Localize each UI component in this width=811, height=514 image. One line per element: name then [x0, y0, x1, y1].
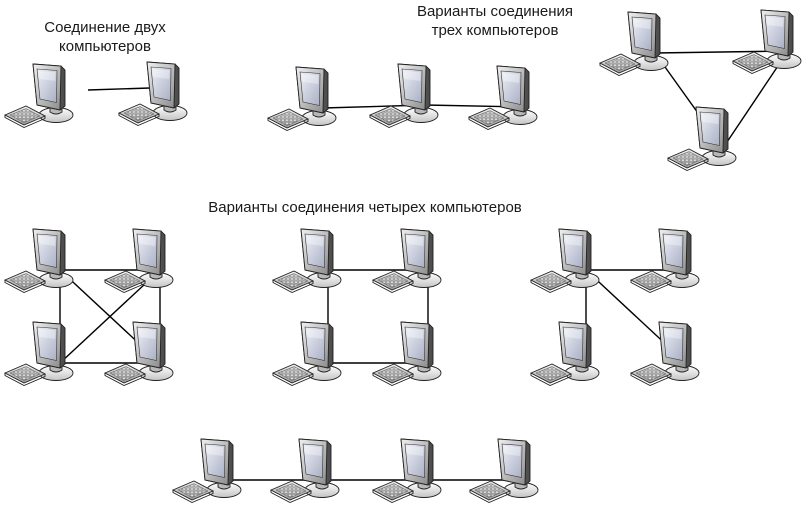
computer-icon	[529, 321, 600, 386]
computer-icon	[529, 228, 600, 293]
computer-icon	[371, 438, 442, 503]
computer-icon	[271, 321, 342, 386]
computer-icon	[371, 321, 442, 386]
computer-icon	[371, 228, 442, 293]
computer-icon	[117, 61, 188, 126]
caption-three-line-2: трех компьютеров	[431, 22, 559, 39]
computer-icon	[629, 321, 700, 386]
computer-icon	[368, 63, 439, 128]
caption-three-line-1: Варианты соединения	[416, 3, 574, 20]
caption-two-computers: Соединение двух компьютеров	[30, 18, 180, 56]
computer-icon	[629, 228, 700, 293]
computer-icon	[271, 228, 342, 293]
two-computer-link-links	[87, 87, 151, 91]
computer-icon	[598, 11, 669, 76]
four-computer-chain-nodes	[171, 438, 539, 503]
caption-three-computers: Варианты соединения трех компьютеров	[395, 2, 595, 40]
computer-icon	[467, 65, 538, 130]
computer-icon	[3, 228, 74, 293]
four-computer-star-nodes	[529, 228, 700, 386]
computer-icon	[3, 321, 74, 386]
caption-two-line-2: компьютеров	[59, 38, 151, 55]
computer-icon	[103, 321, 174, 386]
link-line	[87, 87, 151, 91]
caption-two-line-1: Соединение двух	[44, 19, 166, 36]
three-computer-chain-nodes	[266, 63, 538, 131]
nodes-layer	[3, 9, 802, 503]
three-computer-ring-nodes	[598, 9, 802, 171]
computer-icon	[731, 9, 802, 74]
caption-four-computers: Варианты соединения четырех компьютеров	[208, 199, 522, 216]
computer-icon	[171, 438, 242, 503]
computer-icon	[468, 438, 539, 503]
two-computer-link-nodes	[3, 61, 188, 128]
computer-icon	[103, 228, 174, 293]
computer-icon	[269, 438, 340, 503]
computer-icon	[3, 63, 74, 128]
four-computer-full-mesh-nodes	[3, 228, 174, 386]
four-computer-ring-nodes	[271, 228, 442, 386]
computer-icon	[666, 106, 737, 171]
computer-icon	[266, 66, 337, 131]
